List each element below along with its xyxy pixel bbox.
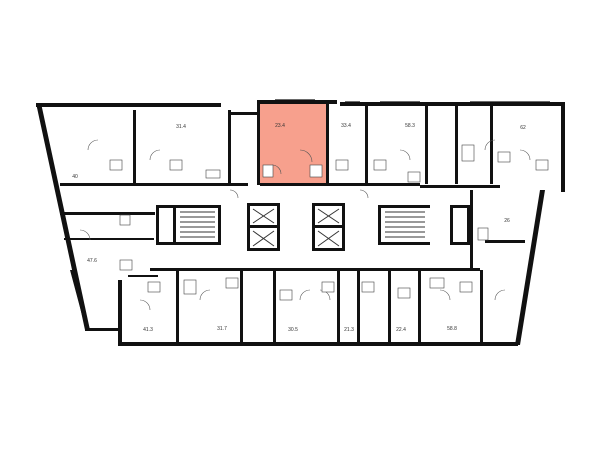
unit-label-22-4[interactable]: 22.4 xyxy=(396,327,406,333)
windows xyxy=(80,99,550,345)
unit-label-41-3[interactable]: 41.3 xyxy=(143,327,153,333)
unit-label-26[interactable]: 26 xyxy=(504,218,510,224)
unit-label-30-5[interactable]: 30.5 xyxy=(288,327,298,333)
unit-label-47-6[interactable]: 47.6 xyxy=(87,258,97,264)
unit-label-40[interactable]: 40 xyxy=(72,174,78,180)
door-swings xyxy=(79,139,531,311)
unit-label-62[interactable]: 62 xyxy=(520,125,526,131)
unit-labels: 40 31.4 23.4 33.4 58.3 62 47.6 26 41.3 3… xyxy=(72,123,526,333)
interior-walls xyxy=(60,100,525,344)
unit-label-21-3[interactable]: 21.3 xyxy=(344,327,354,333)
unit-label-58-3[interactable]: 58.3 xyxy=(405,123,415,129)
unit-label-31-4[interactable]: 31.4 xyxy=(176,124,186,130)
unit-label-33-4[interactable]: 33.4 xyxy=(341,123,351,129)
bathroom-fixtures xyxy=(109,144,549,301)
unit-label-23-4[interactable]: 23.4 xyxy=(275,123,285,129)
unit-label-31-7[interactable]: 31.7 xyxy=(217,326,227,332)
stair-treads xyxy=(180,211,425,238)
elevator-shafts xyxy=(252,208,340,247)
unit-label-58-8[interactable]: 58.8 xyxy=(447,326,457,332)
